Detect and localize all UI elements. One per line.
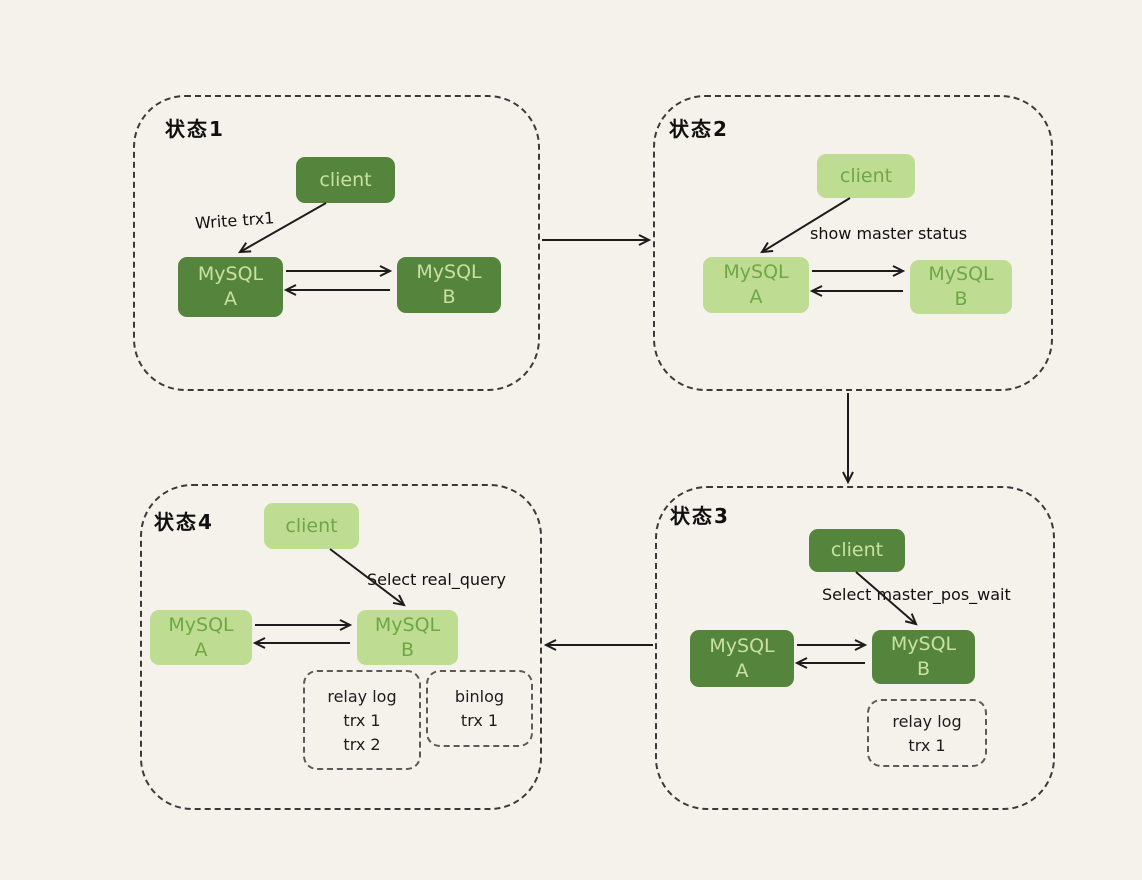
mysql-a-name: MySQL — [709, 634, 775, 657]
panel-state-1: 状态1 client MySQL A MySQL B Write trx1 — [133, 95, 540, 391]
mysql-b-name: MySQL — [890, 633, 957, 656]
client-label: client — [319, 168, 372, 191]
mysql-b-name: MySQL — [374, 613, 441, 636]
client-node-state-1: client — [296, 157, 395, 203]
mysql-a-node-state-3: MySQL A — [690, 630, 794, 687]
client-node-state-2: client — [817, 154, 915, 198]
relay-log-title: relay log — [327, 686, 397, 706]
mysql-a-sub: A — [735, 659, 749, 682]
mysql-a-sub: A — [224, 288, 237, 310]
action-label-state-2: show master status — [810, 224, 968, 243]
mysql-b-sub: B — [400, 638, 415, 661]
relay-log-title: relay log — [892, 711, 962, 731]
mysql-a-name: MySQL — [197, 263, 264, 286]
mysql-b-node-state-3: MySQL B — [872, 630, 975, 684]
panel-state-4-title: 状态4 — [154, 510, 214, 534]
mysql-a-sub: A — [749, 286, 763, 308]
action-label-state-4: Select real_query — [367, 570, 506, 589]
mysql-b-node-state-2: MySQL B — [910, 260, 1012, 314]
panel-state-4: 状态4 client MySQL A MySQL B Select real_q… — [140, 484, 542, 810]
mysql-b-node-state-4: MySQL B — [357, 610, 458, 665]
mysql-b-node-state-1: MySQL B — [397, 257, 501, 313]
client-label: client — [830, 539, 884, 562]
mysql-a-sub: A — [194, 638, 208, 661]
relay-log-box-state-4: relay log trx 1 trx 2 — [303, 670, 421, 770]
action-label-state-3: Select master_pos_wait — [822, 585, 1011, 604]
binlog-box-state-4: binlog trx 1 — [426, 670, 533, 747]
mysql-a-name: MySQL — [723, 261, 789, 284]
mysql-b-sub: B — [954, 288, 968, 310]
mysql-a-name: MySQL — [168, 613, 234, 636]
mysql-a-node-state-2: MySQL A — [703, 257, 809, 313]
mysql-a-node-state-4: MySQL A — [150, 610, 252, 665]
mysql-b-name: MySQL — [416, 261, 482, 284]
client-label: client — [285, 514, 338, 537]
client-node-state-3: client — [809, 529, 905, 572]
client-label: client — [839, 164, 893, 187]
mysql-b-sub: B — [442, 286, 456, 308]
relay-log-entry: trx 1 — [343, 710, 381, 730]
panel-state-3-title: 状态3 — [670, 504, 730, 528]
mysql-a-node-state-1: MySQL A — [178, 257, 283, 317]
panel-state-2-title: 状态2 — [669, 117, 729, 141]
panel-state-3: 状态3 client MySQL A MySQL B Select master… — [655, 486, 1055, 810]
relay-log-box-state-3: relay log trx 1 — [867, 699, 987, 767]
mysql-b-sub: B — [916, 658, 931, 680]
relay-log-entry: trx 1 — [908, 735, 946, 755]
mysql-b-name: MySQL — [928, 263, 994, 286]
relay-log-entry: trx 2 — [343, 734, 381, 754]
panel-state-2: 状态2 client MySQL A MySQL B show master s… — [653, 95, 1053, 391]
binlog-title: binlog — [454, 687, 505, 706]
binlog-entry: trx 1 — [460, 711, 499, 730]
panel-state-1-title: 状态1 — [165, 117, 225, 141]
action-label-state-1: Write trx1 — [194, 208, 275, 233]
client-node-state-4: client — [264, 503, 359, 549]
